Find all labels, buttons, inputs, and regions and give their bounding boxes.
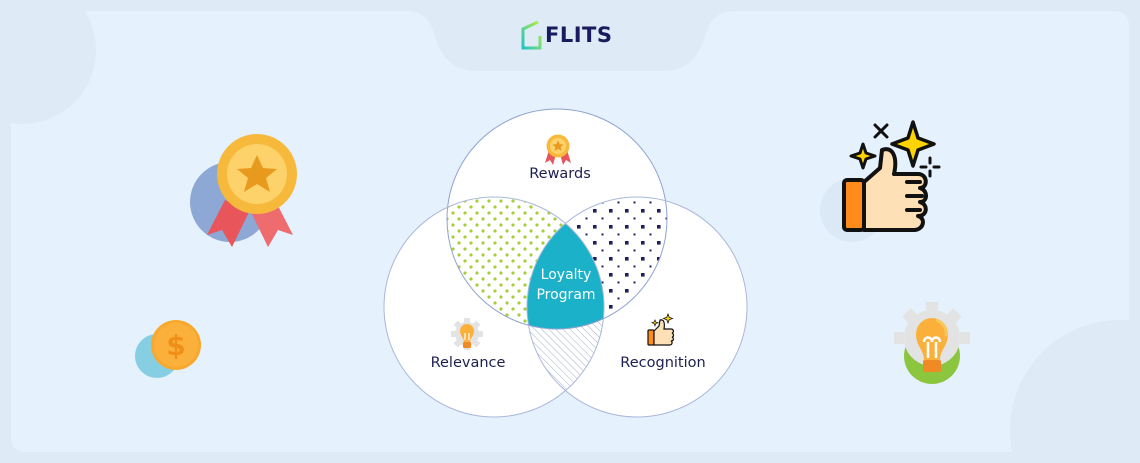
brand-name: FLITS xyxy=(545,23,613,47)
decoration-thumbs-up xyxy=(820,120,941,242)
corner-circle-bottom-right xyxy=(1010,320,1140,463)
venn-label-relevance: Relevance xyxy=(430,355,506,371)
house-outline-icon xyxy=(521,20,542,50)
venn-label-recognition: Recognition xyxy=(620,355,706,371)
svg-text:$: $ xyxy=(166,329,185,362)
venn-label-rewards: Rewards xyxy=(529,166,591,182)
thumbs-up-sparkle-icon xyxy=(820,120,941,242)
lightbulb-gear-icon xyxy=(894,302,970,384)
medal-icon xyxy=(545,134,571,165)
decoration-coin: $ xyxy=(135,320,201,378)
thumbs-up-sparkle-icon xyxy=(647,312,675,346)
lightbulb-gear-icon xyxy=(451,318,483,350)
coin-dollar-icon: $ xyxy=(135,320,201,378)
brand-logo[interactable]: FLITS xyxy=(520,18,613,52)
center-label-line2: Program xyxy=(536,287,596,303)
corner-circle-top-left xyxy=(0,0,96,124)
venn-center-label: Loyalty Program xyxy=(536,265,595,305)
decoration-lightbulb xyxy=(894,302,970,384)
center-label-line1: Loyalty xyxy=(540,267,592,283)
decoration-medal xyxy=(190,134,297,247)
medal-icon xyxy=(190,134,297,247)
